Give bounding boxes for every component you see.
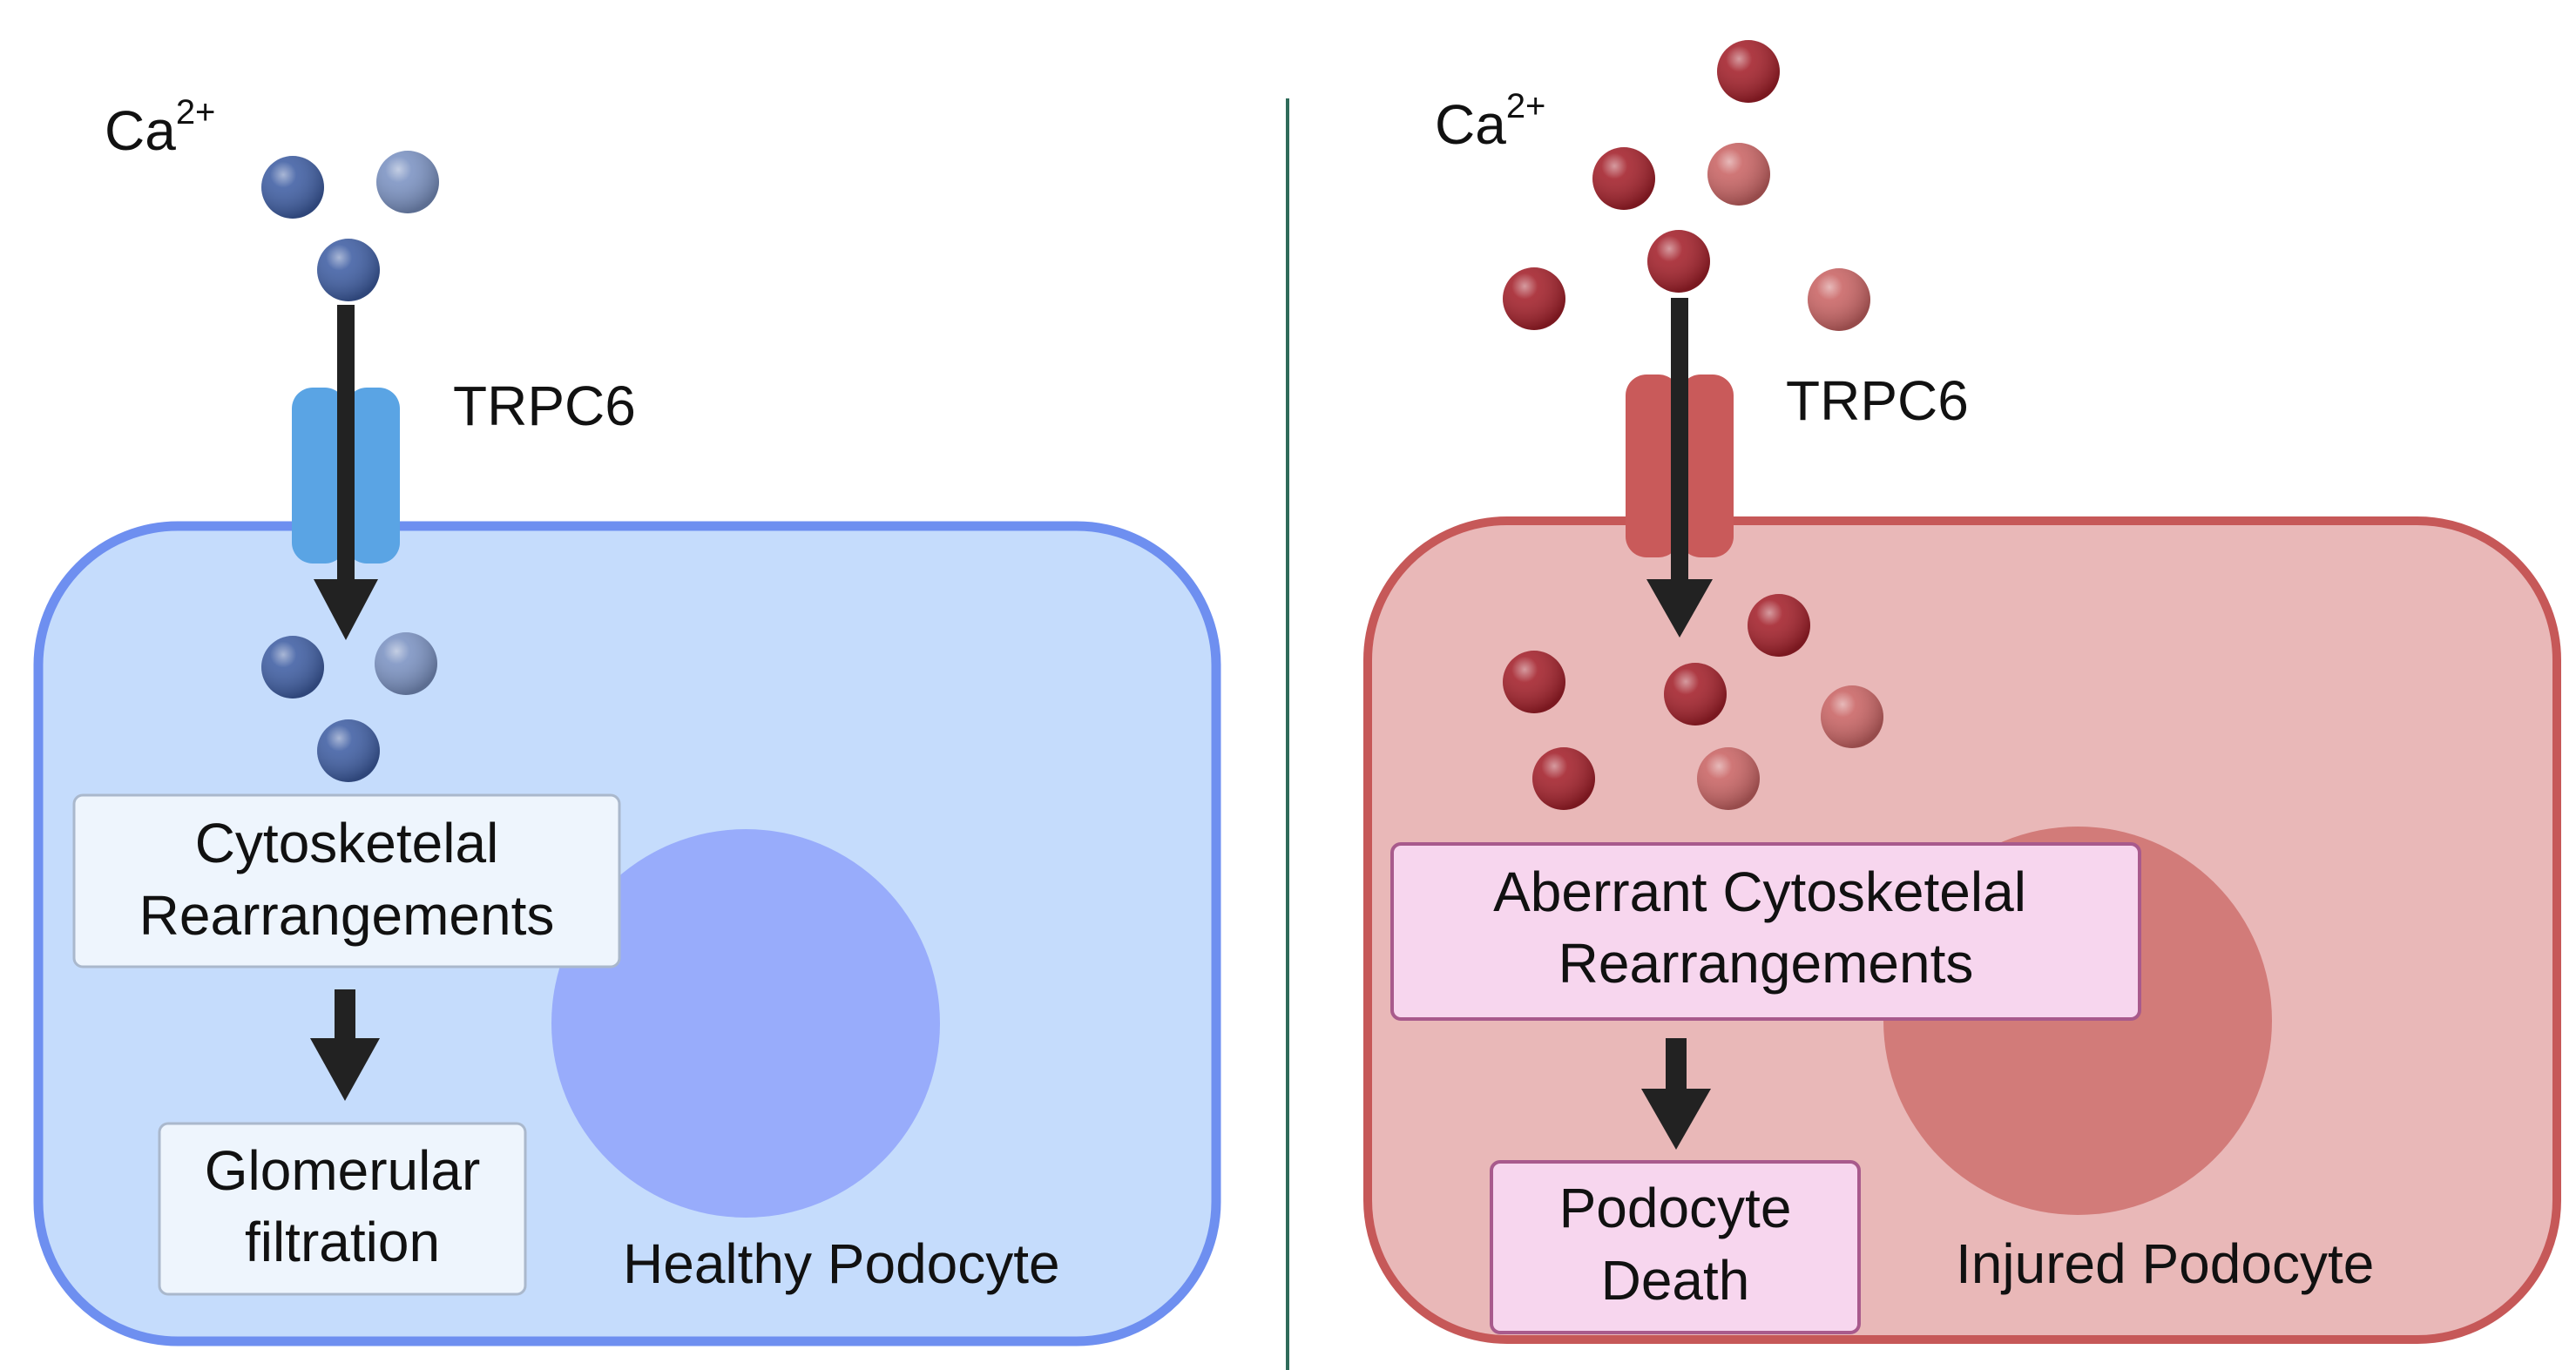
healthy-influx-arrow: [314, 305, 378, 640]
healthy-panel: Ca2+ TRPC6 Cytosketelal Rearran: [33, 93, 1221, 1346]
injured-box-death: [1490, 1160, 1861, 1334]
ca-ion: [1592, 147, 1655, 210]
injured-ions-outside: [1503, 40, 1870, 331]
ca-ion: [1503, 651, 1565, 713]
healthy-box-filtration-line1: Glomerular: [205, 1139, 481, 1202]
ca-ion: [317, 719, 380, 782]
injured-box-death-line2: Death: [1601, 1249, 1750, 1312]
ca-ion: [317, 239, 380, 301]
healthy-ca-charge: 2+: [176, 93, 216, 132]
healthy-box-filtration: [158, 1122, 527, 1296]
healthy-channel-label: TRPC6: [453, 375, 636, 437]
healthy-nucleus: [551, 829, 940, 1218]
healthy-ca-symbol: Ca: [105, 99, 176, 162]
injured-box-cytoskeletal-line2: Rearrangements: [1558, 932, 1974, 995]
ca-ion: [261, 636, 324, 698]
trpc6-channel: [292, 388, 400, 564]
injured-box-cytoskeletal: [1390, 842, 2141, 1021]
injured-ca-symbol: Ca: [1435, 93, 1506, 156]
healthy-cell-label: Healthy Podocyte: [623, 1232, 1060, 1295]
injured-box-cytoskeletal-line1: Aberrant Cytosketelal: [1493, 860, 2026, 923]
healthy-box-cytoskeletal-line1: Cytosketelal: [195, 812, 499, 874]
injured-box-death-line1: Podocyte: [1559, 1177, 1792, 1239]
ca-ion: [1717, 40, 1780, 103]
ca-ion: [1647, 230, 1710, 293]
ca-ion: [1707, 143, 1770, 206]
injured-cell-label: Injured Podocyte: [1956, 1232, 2374, 1295]
healthy-arrow-down: [310, 989, 380, 1101]
injured-ca-charge: 2+: [1506, 87, 1546, 125]
ca-ion: [1808, 268, 1870, 331]
ca-ion: [375, 632, 437, 695]
ca-ion: [1664, 663, 1727, 725]
healthy-box-cytoskeletal-line2: Rearrangements: [139, 884, 555, 947]
injured-ca-label: Ca2+: [1435, 87, 1545, 156]
injured-ions-inside: [1503, 594, 1883, 810]
healthy-ions-outside: [261, 151, 439, 301]
trpc6-channel: [1626, 375, 1734, 557]
ca-ion: [1697, 747, 1760, 810]
ca-ion: [1503, 267, 1565, 330]
ca-ion: [1532, 747, 1595, 810]
injured-panel: Ca2+ TRPC6: [1363, 40, 2561, 1344]
healthy-ions-inside: [261, 632, 437, 782]
ca-ion: [376, 151, 439, 213]
injured-channel-label: TRPC6: [1786, 369, 1969, 432]
ca-ion: [261, 156, 324, 219]
ca-ion: [1748, 594, 1810, 657]
healthy-ca-label: Ca2+: [105, 93, 215, 162]
injured-arrow-down: [1641, 1038, 1711, 1150]
ca-ion: [1821, 685, 1883, 748]
injured-influx-arrow: [1646, 298, 1713, 638]
healthy-box-cytoskeletal: [72, 793, 621, 968]
healthy-box-filtration-line2: filtration: [245, 1211, 440, 1273]
